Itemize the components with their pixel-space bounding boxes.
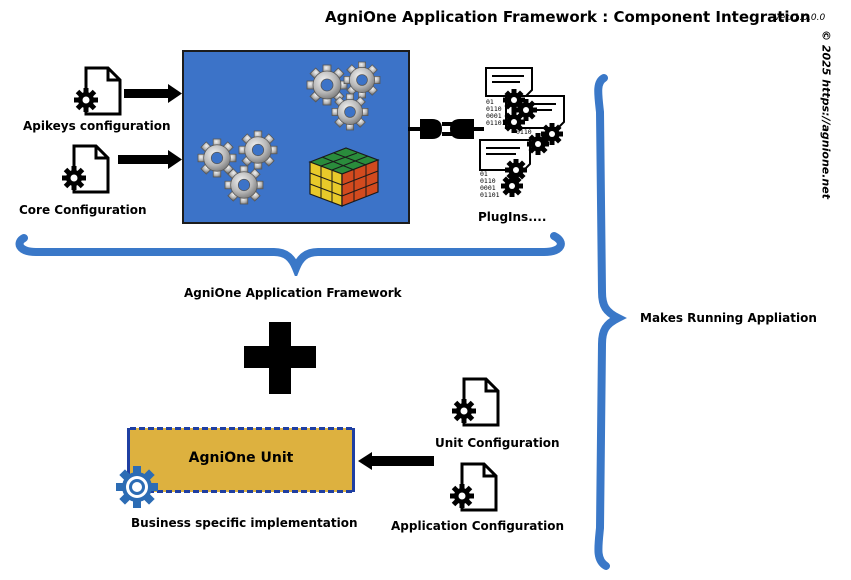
- core-arrow: [118, 150, 182, 169]
- plugin-bits-2: 0110: [516, 128, 532, 136]
- app-config-label: Application Configuration: [391, 519, 564, 533]
- plugin-bits-1c: 0001: [486, 112, 502, 120]
- gear-icon: [238, 130, 278, 170]
- gear-icon: [116, 466, 158, 508]
- core-config-file-icon: [62, 144, 110, 194]
- unit-config-file-icon: [452, 377, 500, 427]
- plus-icon: [244, 322, 316, 394]
- gear-icon: [343, 61, 381, 99]
- plugin-bits-3b: 0110: [480, 177, 496, 185]
- gear-icon: [331, 93, 369, 131]
- plugin-bits-1a: 01: [486, 98, 494, 106]
- gear-icon: [505, 159, 527, 181]
- gear-icon: [527, 133, 549, 155]
- copyright-text: © 2025 https://agnione.net: [819, 30, 833, 199]
- version-label: Ver. 1.0.0.0: [774, 13, 826, 23]
- plugin-bits-3a: 01: [480, 170, 488, 178]
- plugins-label: PlugIns....: [478, 210, 547, 224]
- app-config-file-icon: [450, 462, 498, 512]
- framework-label: AgniOne Application Framework: [184, 286, 402, 300]
- gear-icon: [501, 175, 523, 197]
- plugin-file-1: [485, 67, 533, 97]
- plugin-bits-3d: 01101: [480, 191, 500, 199]
- plugin-bits-1b: 0110: [486, 105, 502, 113]
- framework-brace: [15, 232, 565, 276]
- unit-label: AgniOne Unit: [188, 450, 294, 466]
- unit-box-bottom-border: [130, 490, 352, 493]
- plugins-icon: 01 0110 0001 01101 0110 01 0110 0001 011…: [479, 67, 565, 199]
- framework-graphics: [197, 61, 381, 207]
- unit-box: AgniOne Unit: [127, 427, 355, 493]
- apikeys-arrow: [124, 84, 182, 103]
- apikeys-config-label: Apikeys configuration: [23, 119, 171, 133]
- unit-config-arrow: [358, 452, 434, 470]
- gear-icon: [503, 111, 525, 133]
- apikeys-config-file-icon: [74, 66, 122, 116]
- running-label: Makes Running Appliation: [640, 311, 817, 325]
- cube-icon: [308, 147, 380, 207]
- unit-config-label: Unit Configuration: [435, 436, 560, 450]
- core-config-label: Core Configuration: [19, 203, 147, 217]
- gear-icon: [224, 165, 264, 205]
- plugin-bits-1d: 01101: [486, 119, 506, 127]
- unit-box-top-border: [130, 427, 352, 430]
- plug-connector-icon: [408, 119, 484, 139]
- plugin-bits-3c: 0001: [480, 184, 496, 192]
- diagram-title: AgniOne Application Framework : Componen…: [325, 8, 811, 26]
- running-brace: [594, 74, 627, 570]
- business-label: Business specific implementation: [131, 516, 358, 530]
